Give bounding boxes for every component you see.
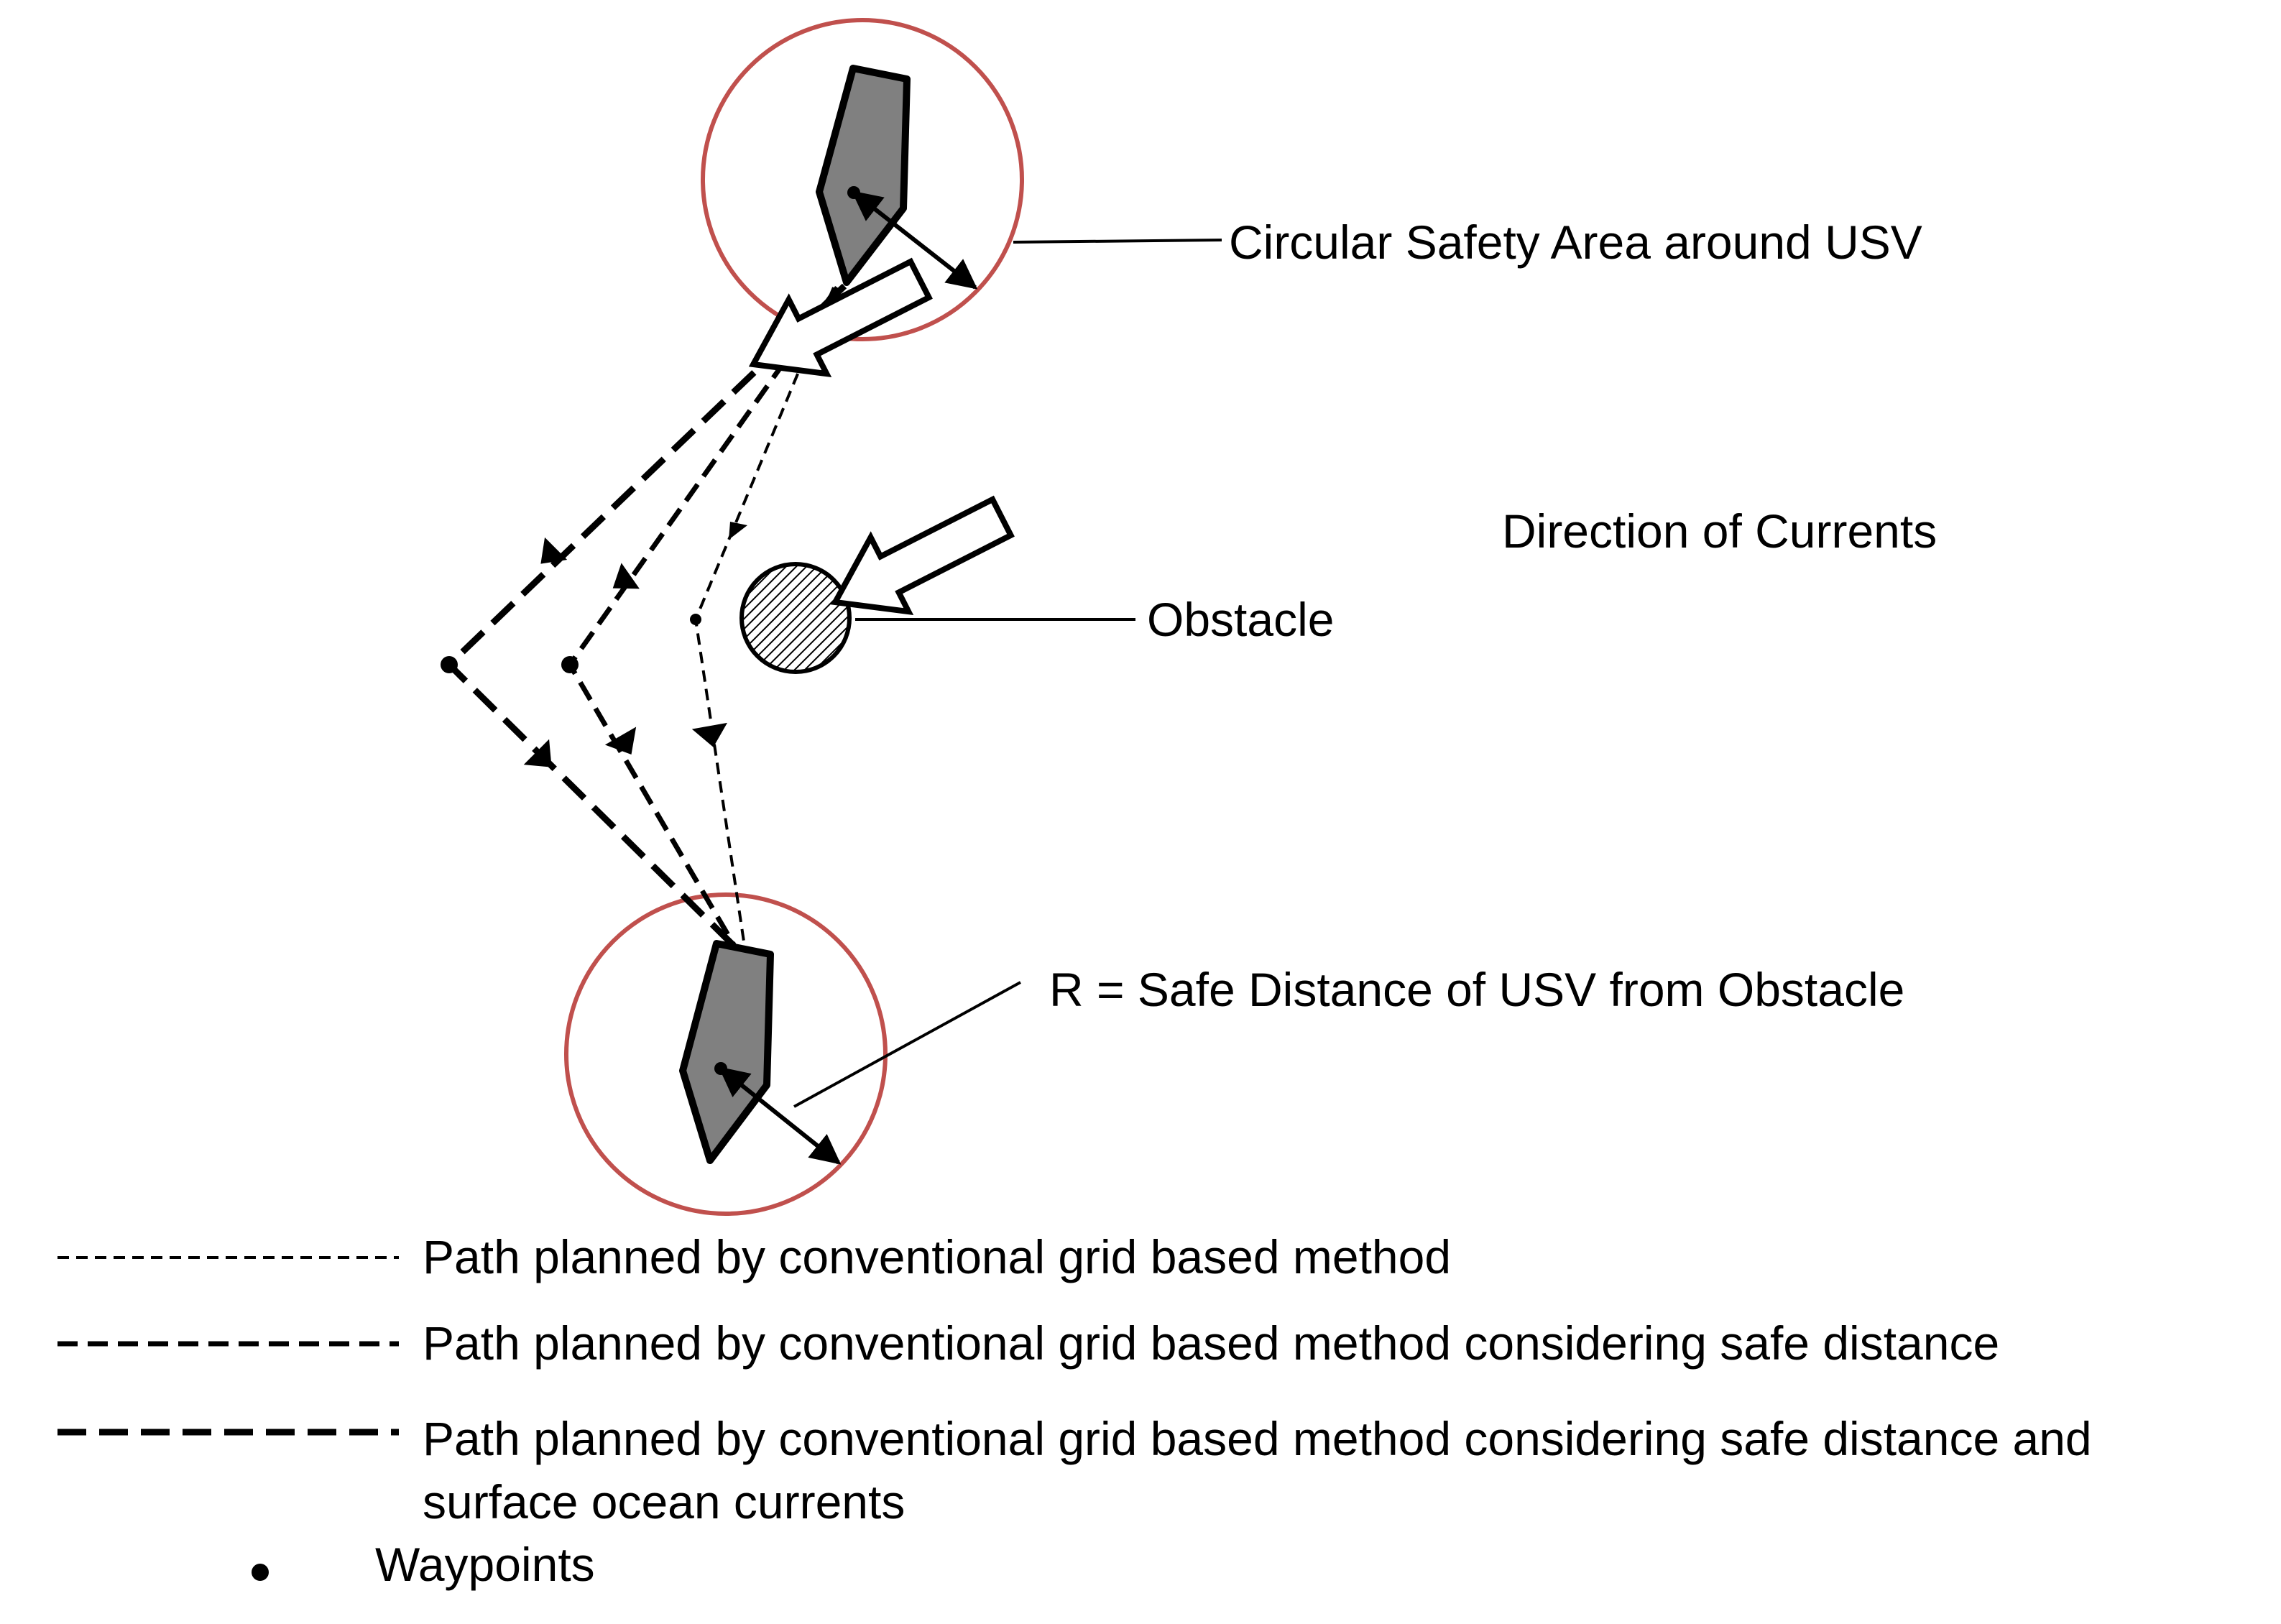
- radius-arrow-top: [851, 190, 978, 290]
- legend-waypoint-dot: [252, 1564, 269, 1581]
- path-arrow: [612, 563, 640, 589]
- current-arrow-1: [748, 257, 933, 378]
- safety-circle-top: [701, 18, 1024, 341]
- legend-label-safe-distance: Path planned by conventional grid based …: [423, 1316, 1999, 1370]
- radius-arrow-bottom: [718, 1066, 842, 1165]
- currents-label: Direction of Currents: [1502, 504, 1937, 558]
- legend: Path planned by conventional grid based …: [57, 1230, 2092, 1591]
- waypoint: [690, 614, 701, 625]
- legend-label-conventional: Path planned by conventional grid based …: [423, 1230, 1451, 1283]
- safe-distance-leader: [793, 981, 1021, 1108]
- path-arrow: [540, 537, 568, 564]
- waypoint: [441, 656, 458, 673]
- obstacle-label: Obstacle: [1147, 593, 1334, 646]
- safe-distance-label: R = Safe Distance of USV from Obstacle: [1049, 963, 1904, 1016]
- path-conventional: [693, 287, 835, 942]
- usv-hull-bottom: [679, 940, 774, 1164]
- obstacle: [739, 562, 852, 674]
- usv-hull-top: [816, 65, 911, 286]
- safety-circle-bottom: [564, 892, 888, 1216]
- path-arrow: [729, 522, 747, 540]
- legend-label-waypoints: Waypoints: [375, 1538, 595, 1591]
- path-arrow: [604, 726, 637, 755]
- path-arrow: [523, 739, 552, 767]
- path-arrowheads: [523, 522, 747, 767]
- safety-area-label: Circular Safety Area around USV: [1229, 216, 1922, 269]
- path-arrow: [691, 722, 728, 747]
- legend-label-safe-distance-currents-1: Path planned by conventional grid based …: [423, 1412, 2092, 1465]
- safety-area-leader: [1013, 239, 1222, 244]
- usv-goal: [564, 892, 888, 1216]
- usv-start: [701, 18, 1024, 341]
- legend-label-safe-distance-currents-2: surface ocean currents: [423, 1475, 905, 1528]
- current-arrow-2: [830, 495, 1015, 616]
- waypoint: [561, 656, 579, 673]
